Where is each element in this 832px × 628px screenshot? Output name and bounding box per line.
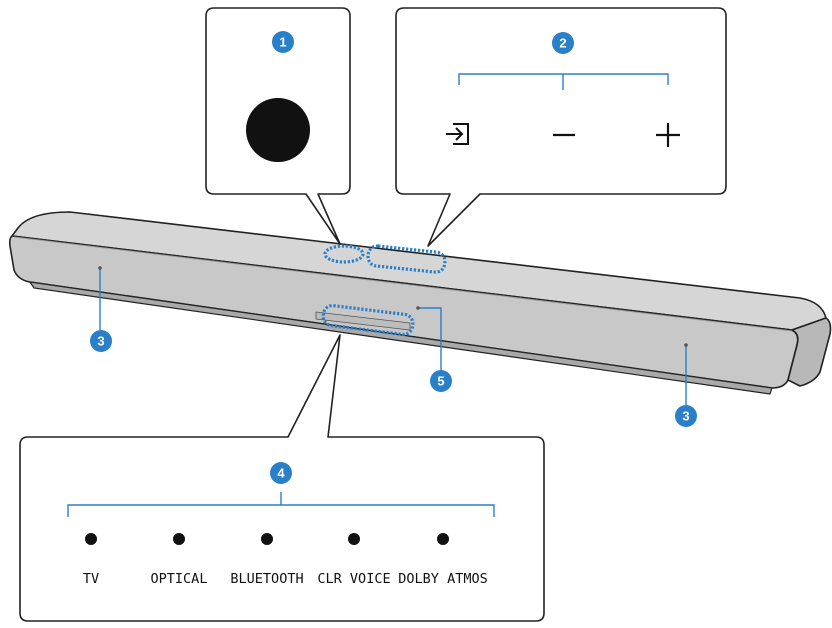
- sensor-highlight: [323, 244, 365, 264]
- indicator-label-bluetooth: BLUETOOTH: [230, 571, 303, 587]
- svg-text:3: 3: [682, 409, 689, 424]
- volume-up-icon: [656, 123, 680, 147]
- svg-text:5: 5: [437, 374, 444, 389]
- indicator-dot-clr-voice: [348, 533, 360, 545]
- soundbar-end-cap: [787, 317, 832, 387]
- indicator-highlight: [321, 304, 415, 336]
- remote-sensor-dot: [246, 98, 310, 162]
- callout-1: 1: [272, 31, 294, 53]
- controls-bracket: [458, 73, 669, 90]
- speaker-marks: [98, 266, 688, 347]
- svg-text:4: 4: [277, 466, 285, 481]
- callout-3-left: 3: [90, 330, 112, 352]
- indicator-dot-optical: [173, 533, 185, 545]
- input-icon: [446, 123, 469, 145]
- svg-text:1: 1: [279, 35, 286, 50]
- indicator-label-optical: OPTICAL: [151, 571, 208, 587]
- highlight-regions: [321, 244, 447, 336]
- indicator-dot-bluetooth: [261, 533, 273, 545]
- soundbar: [8, 211, 832, 395]
- indicators-bracket: [67, 492, 495, 517]
- leader-lines: [99, 268, 687, 405]
- indicator-dot-dolby-atmos: [437, 533, 449, 545]
- indicator-label-tv: TV: [83, 571, 99, 587]
- callout-2: 2: [552, 32, 574, 54]
- callout-4: 4: [270, 462, 292, 484]
- inset-controls-frame: [395, 7, 727, 247]
- inset-sensor: [205, 7, 351, 245]
- callout-3-right: 3: [675, 405, 697, 427]
- soundbar-underside: [28, 281, 773, 395]
- top-panel-highlight: [366, 244, 447, 274]
- svg-text:3: 3: [97, 334, 104, 349]
- indicator-dot-tv: [85, 533, 97, 545]
- inset-top-controls: [395, 7, 727, 247]
- svg-text:2: 2: [559, 36, 566, 51]
- callout-5: 5: [430, 370, 452, 392]
- indicator-label-clr-voice: CLR VOICE: [317, 571, 390, 587]
- indicator-label-dolby-atmos: DOLBY ATMOS: [398, 571, 487, 587]
